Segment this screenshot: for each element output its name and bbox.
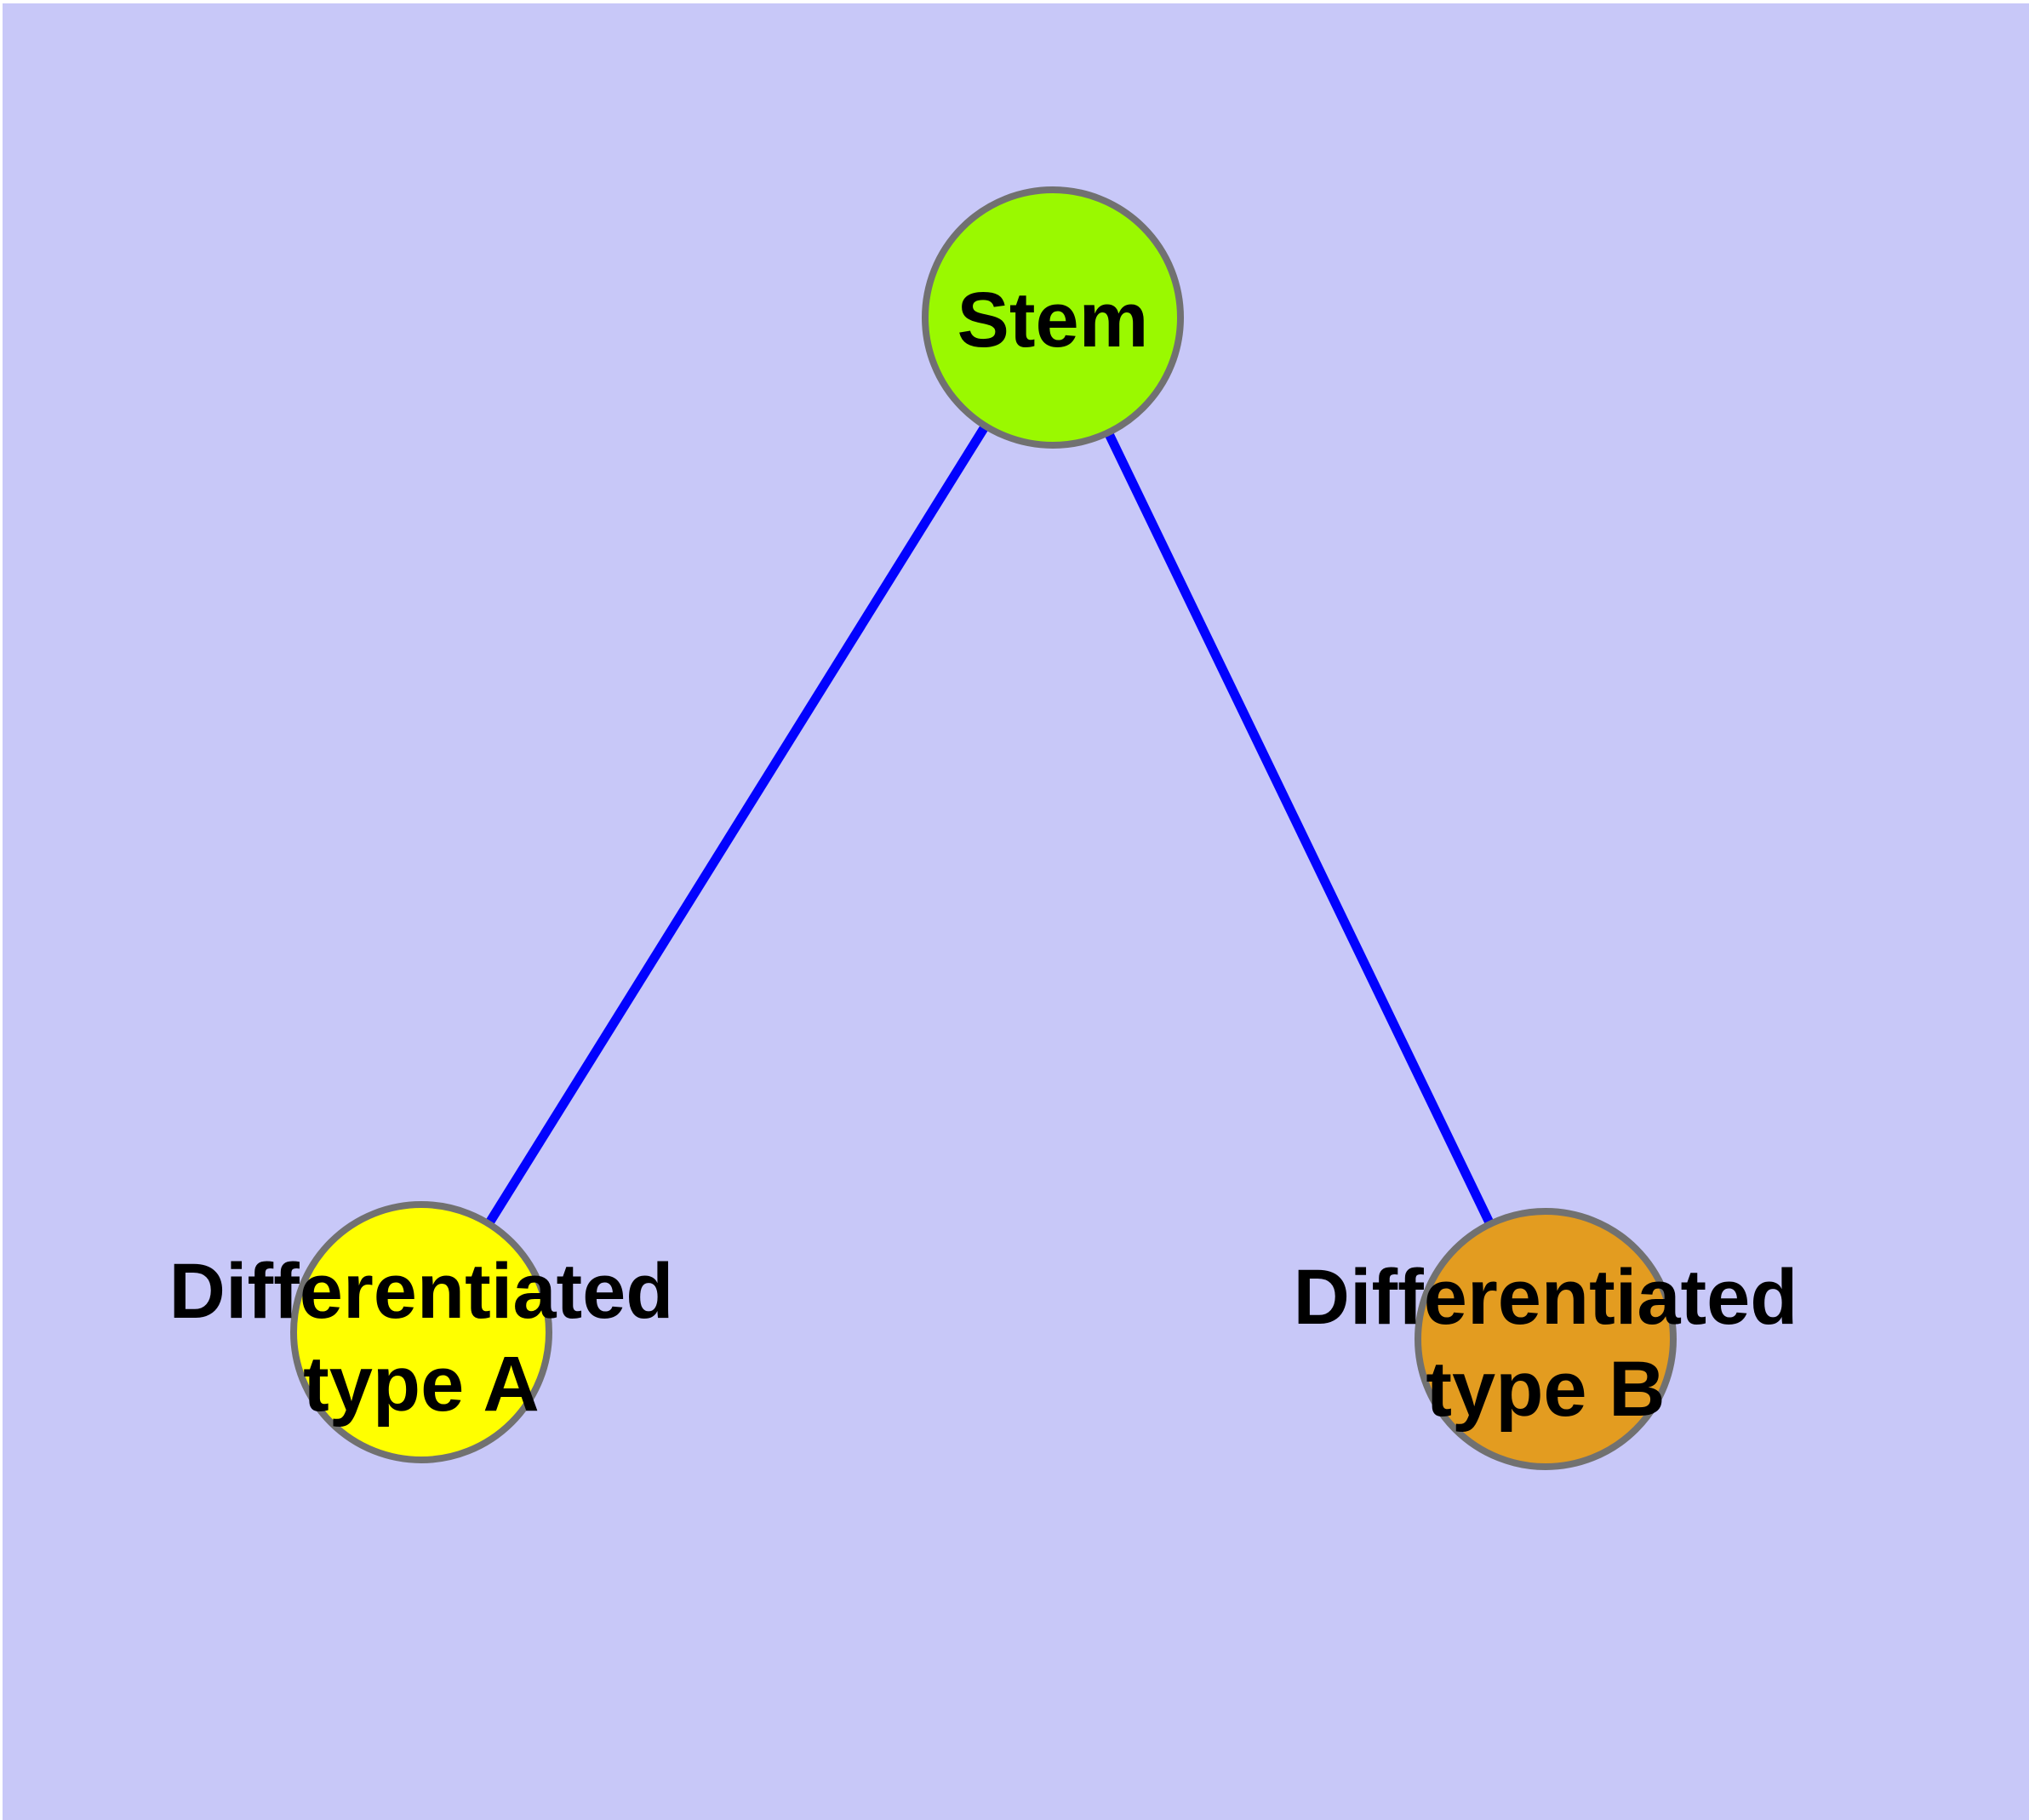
- node-differentiated-type-b: [1415, 1208, 1677, 1470]
- node-stem: [922, 186, 1184, 449]
- node-type-b-label-line-1: Differentiated: [1294, 1254, 1798, 1341]
- edge-stem-to-type-b: [1049, 315, 1550, 1342]
- edge-stem-to-type-a: [417, 315, 1057, 1335]
- node-type-a-label-line-2: type A: [303, 1341, 540, 1428]
- node-type-b-label-line-2: type B: [1426, 1346, 1665, 1433]
- node-type-a-label-line-1: Differentiated: [169, 1248, 674, 1335]
- node-differentiated-type-a: [290, 1201, 552, 1463]
- node-stem-label: Stem: [957, 277, 1149, 363]
